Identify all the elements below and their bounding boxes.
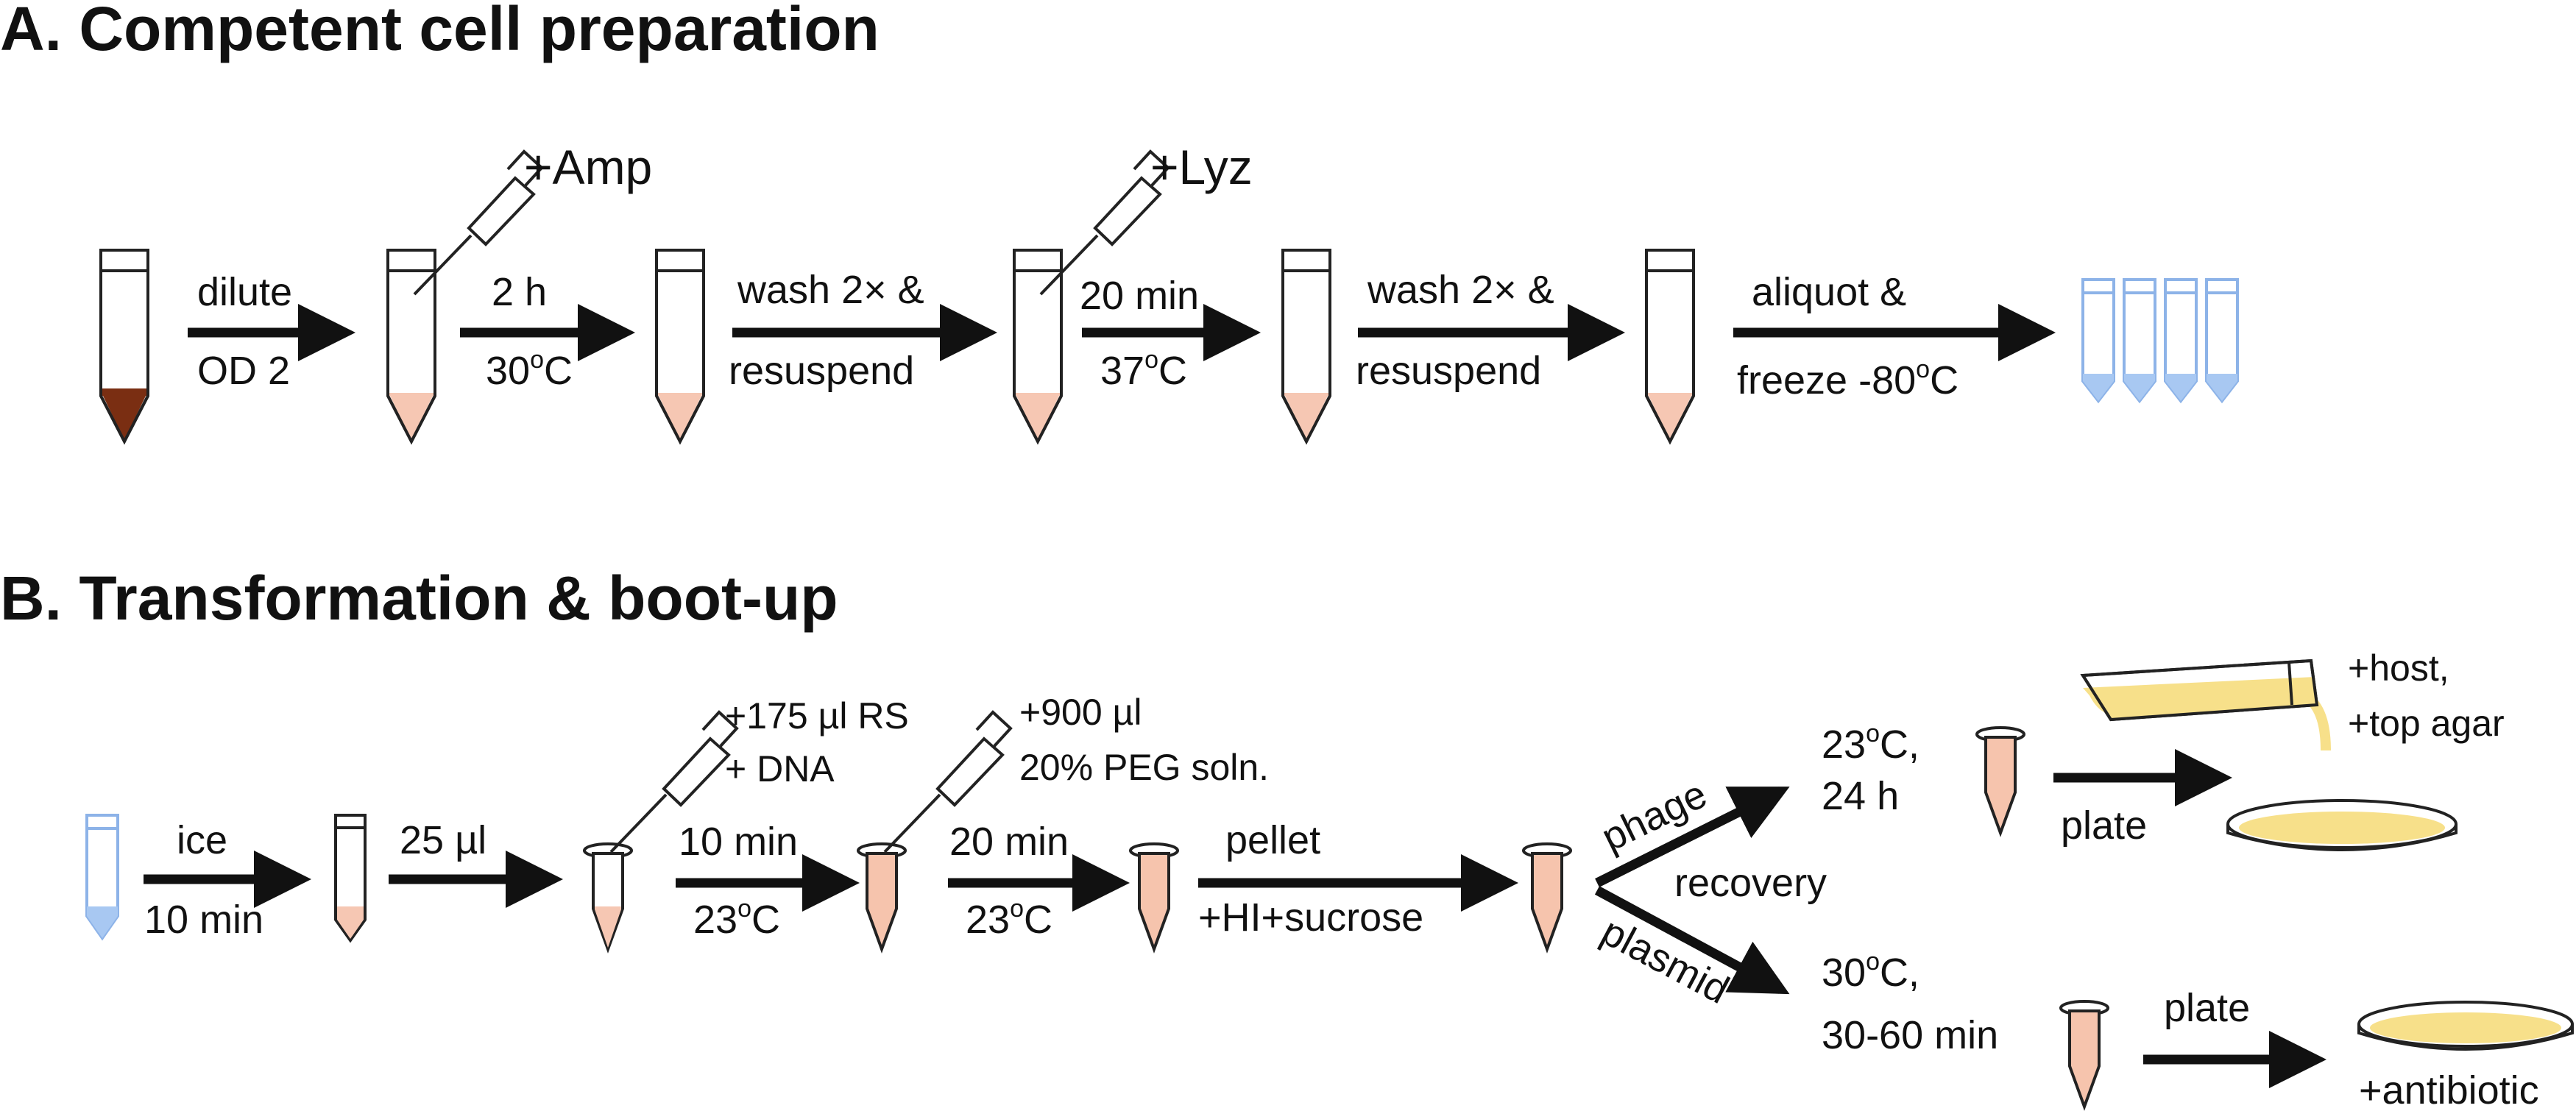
label-plate-plasmid: plate [2164, 986, 2250, 1030]
microtube-peg [857, 842, 907, 954]
label-dna: + DNA [725, 748, 835, 789]
label-plasmid-time: 30-60 min [1822, 1013, 1998, 1057]
label-wash-1: wash 2× & [737, 268, 924, 312]
arrow-plasmid [1594, 886, 1790, 995]
label-phage-time: 24 h [1822, 774, 1899, 818]
label-23c-2: 23oC [966, 895, 1052, 942]
tube-wash-2 [1281, 249, 1331, 445]
label-20min-a: 20 min [1080, 274, 1199, 318]
label-host: +host, [2348, 647, 2449, 689]
label-resuspend-2: resuspend [1356, 349, 1541, 393]
section-b-title: B. Transformation & boot-up [0, 564, 838, 633]
label-amp: +Amp [524, 140, 652, 194]
pipette-lyz [1039, 149, 1170, 296]
tube-amp [386, 249, 436, 445]
label-resuspend-1: resuspend [729, 349, 914, 393]
label-ice-time: 10 min [144, 898, 263, 942]
aliquot-tube [2123, 278, 2156, 404]
aliquot-tube [2081, 278, 2115, 404]
frozen-aliquots [2081, 278, 2239, 404]
arrow-phage [1595, 787, 1790, 887]
pipette-peg [883, 710, 1013, 853]
tube-wash-1 [655, 249, 705, 445]
label-freeze: freeze -80oC [1737, 355, 1958, 402]
culture-tube [99, 249, 149, 445]
label-ice: ice [177, 818, 227, 862]
label-plate-phage: plate [2061, 803, 2147, 848]
microtube-pellet [1129, 842, 1179, 954]
label-dilute: dilute [197, 270, 292, 314]
label-10min: 10 min [679, 820, 798, 864]
label-rs: +175 µl RS [725, 695, 909, 736]
aliquot-tube [2164, 278, 2198, 404]
tube-lyz [1013, 249, 1063, 445]
label-plasmid-temp: 30oC, [1822, 948, 1919, 995]
label-phage: phage [1595, 772, 1713, 860]
microtube-plasmid [2059, 1000, 2109, 1111]
label-top-agar: +top agar [2348, 703, 2505, 744]
label-peg: 20% PEG soln. [1019, 747, 1269, 788]
tube-final [1645, 249, 1695, 445]
pipette-amp [413, 149, 544, 296]
label-37c: 37oC [1100, 346, 1187, 393]
frozen-tube [85, 814, 119, 941]
label-aliquot: aliquot & [1752, 270, 1906, 314]
petri-dish-phage [2226, 799, 2458, 851]
microtube-recovery [1522, 842, 1572, 954]
label-recovery: recovery [1674, 861, 1827, 905]
label-lyz: +Lyz [1150, 140, 1253, 194]
microtube-phage [1975, 726, 2025, 837]
label-20min-b: 20 min [949, 820, 1069, 864]
label-900ul: +900 µl [1019, 692, 1142, 733]
label-2h: 2 h [492, 270, 547, 314]
label-hi-sucrose: +HI+sucrose [1198, 895, 1423, 940]
thawed-tube [334, 814, 367, 943]
label-23c-1: 23oC [693, 895, 780, 942]
section-a-title: A. Competent cell preparation [0, 0, 880, 63]
label-od2: OD 2 [197, 349, 290, 393]
label-phage-temp: 23oC, [1822, 720, 1919, 767]
pipette-rs [609, 710, 739, 853]
label-antibiotic: +antibiotic [2359, 1068, 2539, 1111]
label-pellet: pellet [1225, 818, 1320, 862]
top-agar-tube [2080, 659, 2331, 751]
aliquot-tube [2205, 278, 2239, 404]
label-wash-2: wash 2× & [1367, 268, 1554, 312]
label-25ul: 25 µl [400, 818, 486, 862]
petri-dish-plasmid [2357, 1001, 2574, 1051]
microtube-dna [583, 842, 633, 954]
label-30c: 30oC [486, 346, 573, 393]
